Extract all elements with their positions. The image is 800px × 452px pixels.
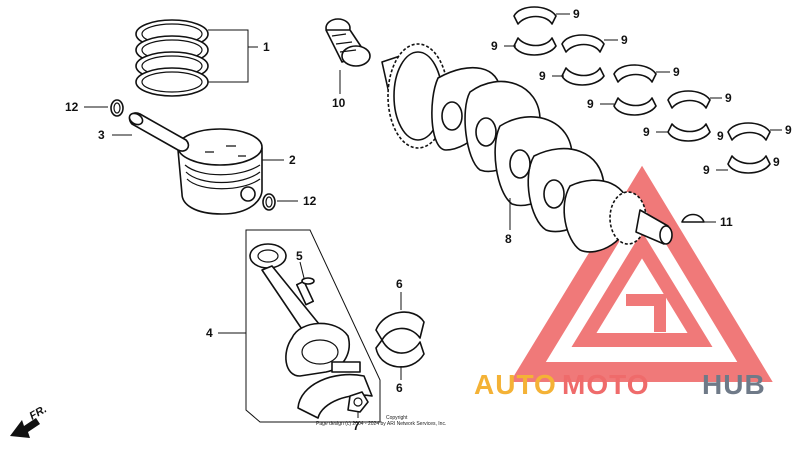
callout-6a[interactable]: 6 — [396, 277, 403, 291]
watermark-logo — [510, 165, 773, 382]
bearing-leaders — [504, 13, 782, 171]
front-direction-arrow: FR. — [10, 403, 49, 438]
piston-pin-clip-top — [110, 99, 124, 117]
watermark-hub: HUB — [702, 369, 766, 400]
rod-assembly-frame — [245, 229, 381, 423]
rod-bearing-lower — [375, 339, 425, 368]
watermark-auto: AUTO — [474, 369, 557, 400]
callout-9c[interactable]: 9 — [621, 33, 628, 47]
piston-pin — [128, 112, 190, 152]
watermark-text: AUTO MOTO HUB — [474, 369, 766, 400]
leader-5 — [299, 261, 305, 279]
callout-9d[interactable]: 9 — [539, 69, 546, 83]
callout-9e[interactable]: 9 — [673, 65, 680, 79]
callout-12b[interactable]: 12 — [303, 194, 317, 208]
callout-4[interactable]: 4 — [206, 326, 213, 340]
callout-12a[interactable]: 12 — [65, 100, 79, 114]
callout-9j[interactable]: 9 — [703, 163, 710, 177]
callout-9a[interactable]: 9 — [573, 7, 580, 21]
rod-nut — [347, 391, 369, 413]
callout-8[interactable]: 8 — [505, 232, 512, 246]
callout-9b[interactable]: 9 — [491, 39, 498, 53]
callout-1[interactable]: 1 — [263, 40, 270, 54]
rod-cap — [297, 361, 373, 419]
rod-bolt — [295, 277, 315, 306]
callout-2[interactable]: 2 — [289, 153, 296, 167]
callout-3[interactable]: 3 — [98, 128, 105, 142]
piston-ring-set — [135, 19, 209, 97]
callout-9f[interactable]: 9 — [587, 97, 594, 111]
callout-9h[interactable]: 9 — [643, 125, 650, 139]
callout-10[interactable]: 10 — [332, 96, 346, 110]
piston — [177, 128, 263, 215]
copyright-line-1: Copyright — [386, 415, 408, 421]
rod-bearing-upper — [375, 311, 425, 341]
watermark-moto: MOTO — [562, 369, 649, 400]
callout-5[interactable]: 5 — [296, 249, 303, 263]
callout-6b[interactable]: 6 — [396, 381, 403, 395]
callout-11[interactable]: 11 — [720, 215, 733, 229]
callout-9g[interactable]: 9 — [725, 91, 732, 105]
sprocket — [325, 18, 371, 67]
front-label: FR. — [28, 403, 49, 422]
woodruff-key — [681, 213, 705, 223]
connecting-rod — [249, 243, 350, 377]
copyright-line-2: Page design (c) 2004 - 2024 by ARI Netwo… — [316, 421, 446, 427]
callout-9i[interactable]: 9 — [785, 123, 792, 137]
main-bearings — [513, 6, 771, 174]
leader-1 — [208, 29, 258, 83]
callout-9k[interactable]: 9 — [773, 155, 780, 169]
crankshaft — [381, 43, 673, 253]
callout-9l[interactable]: 9 — [717, 129, 724, 143]
callout-7[interactable]: 7 — [353, 419, 360, 433]
piston-pin-clip-bottom — [262, 193, 276, 211]
